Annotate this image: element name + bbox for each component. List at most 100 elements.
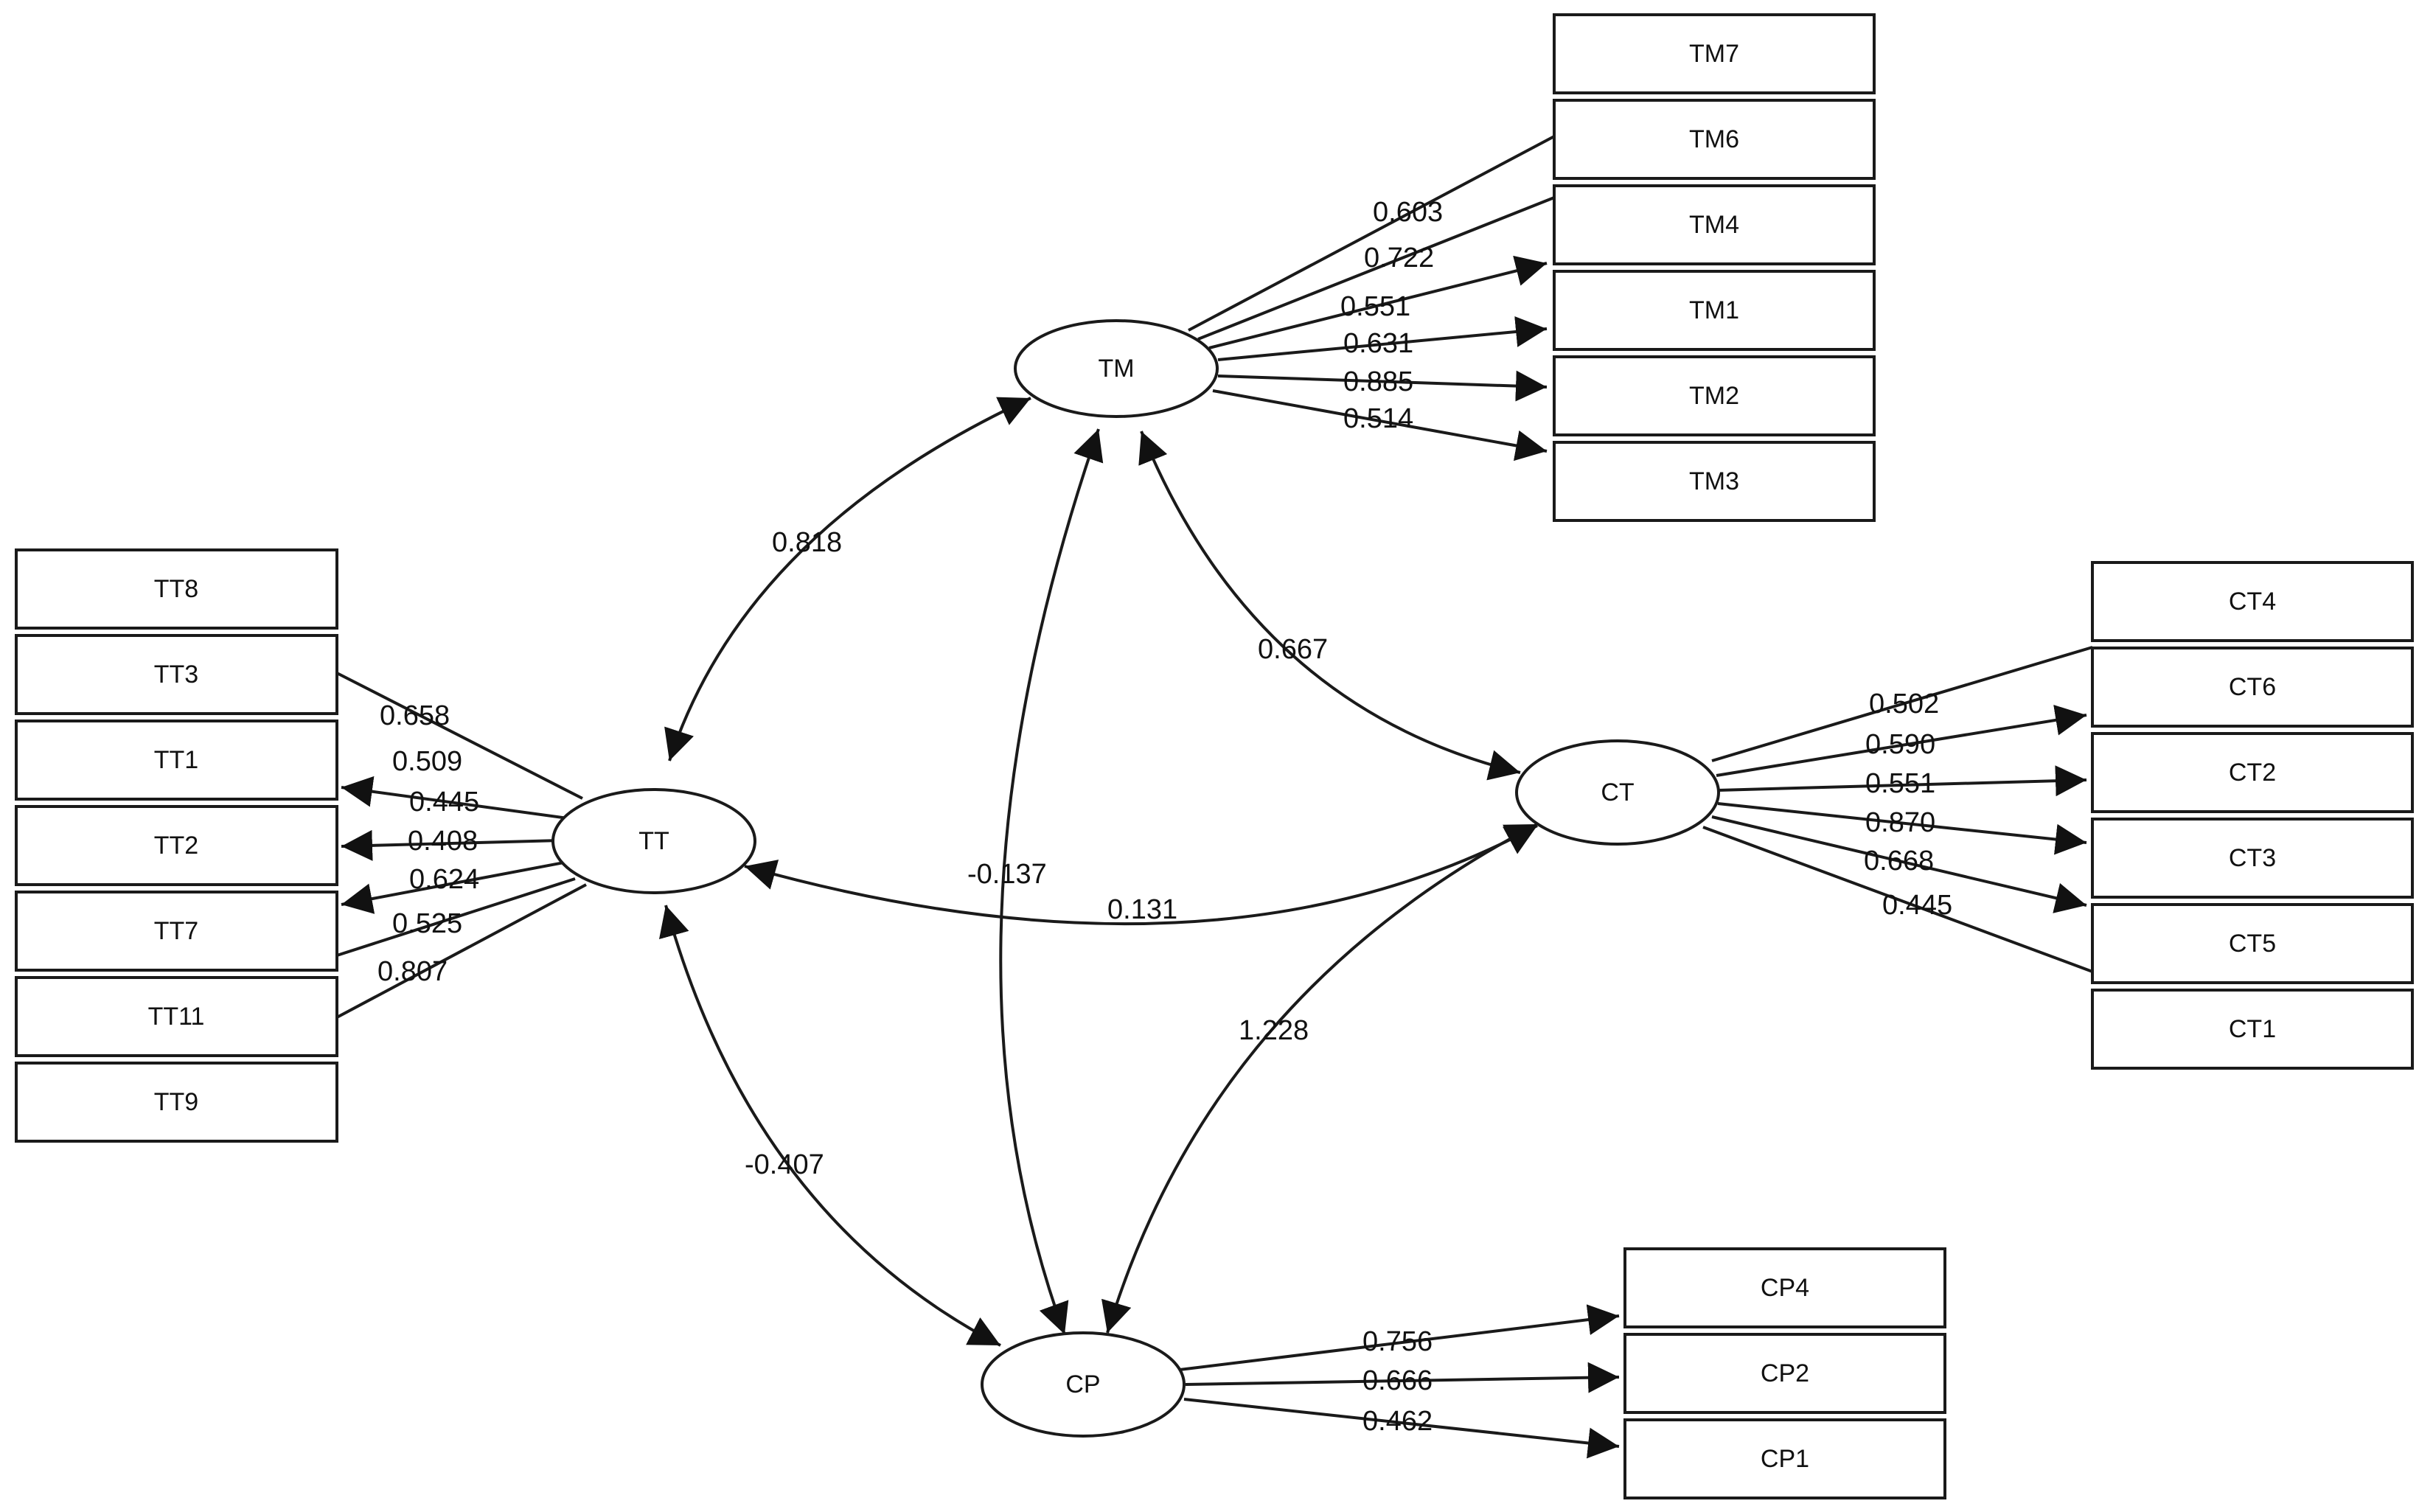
loading-label-ct2: 0.551	[1865, 768, 1935, 799]
indicator-ct4: CT4	[2091, 561, 2414, 642]
indicator-label: CP2	[1761, 1359, 1809, 1387]
loading-label-tm1: 0.631	[1343, 328, 1413, 359]
loading-label-tt11: 0.624	[409, 864, 479, 895]
correlation-label-tm-tt: 0.818	[772, 527, 842, 558]
loading-line-cp1	[1183, 1398, 1620, 1459]
loading-line-tm6	[1197, 196, 1555, 341]
tt-loading-labels: 0.658 0.509 0.445 0.408 0.624 0.525 0.80…	[377, 700, 479, 987]
loading-line-tt1	[341, 776, 568, 820]
latent-label: TT	[638, 827, 669, 855]
indicator-label: CT6	[2229, 673, 2276, 701]
indicator-label: TT2	[154, 832, 198, 860]
indicator-ct3: CT3	[2091, 818, 2414, 899]
latent-label: CT	[1601, 778, 1634, 806]
indicator-label: TM6	[1689, 125, 1739, 153]
loading-line-tt11	[336, 877, 576, 957]
latent-ct: CT	[1515, 739, 1720, 846]
indicator-ct6: CT6	[2091, 647, 2414, 728]
tm-loading-lines	[1188, 135, 1555, 461]
correlation-label-tm-ct: 0.667	[1258, 634, 1328, 665]
loading-label-tt9b: 0.807	[377, 956, 448, 987]
indicator-label: TT9	[154, 1088, 198, 1116]
correlation-curve-tt-cp	[658, 905, 1001, 1347]
latent-label: TM	[1098, 355, 1134, 383]
indicator-tt2: TT2	[15, 805, 338, 886]
loading-line-ct5	[1711, 815, 2087, 913]
indicator-tm3: TM3	[1553, 441, 1876, 522]
tt-indicator-boxes: TT8 TT3 TT1 TT2 TT7 TT11 TT9	[15, 548, 338, 1143]
cp-indicator-boxes: CP4 CP2 CP1	[1623, 1247, 1946, 1499]
correlation-label-tm-cp: -0.137	[967, 859, 1047, 890]
indicator-cp1: CP1	[1623, 1418, 1946, 1499]
indicator-label: CT2	[2229, 759, 2276, 787]
indicator-tm2: TM2	[1553, 355, 1876, 436]
correlation-curve-tm-tt	[664, 397, 1031, 762]
indicator-label: CT3	[2229, 844, 2276, 872]
tm-indicator-boxes: TM7 TM6 TM4 TM1 TM2 TM3	[1553, 13, 1876, 522]
loading-label-tt9a: 0.525	[392, 908, 462, 939]
correlation-curve-ct-cp	[1101, 823, 1538, 1334]
indicator-label: TM2	[1689, 382, 1739, 410]
loading-label-tm4: 0.551	[1340, 291, 1410, 322]
indicator-label: TT11	[148, 1003, 205, 1031]
loading-label-tm3: 0.514	[1343, 403, 1413, 434]
loading-line-tt7	[341, 861, 565, 914]
indicator-tm7: TM7	[1553, 13, 1876, 94]
loading-label-cp1: 0.462	[1362, 1406, 1433, 1437]
indicator-cp4: CP4	[1623, 1247, 1946, 1328]
latent-tt: TT	[551, 788, 756, 894]
indicator-label: CT5	[2229, 930, 2276, 958]
loading-label-tt1: 0.509	[392, 746, 462, 777]
correlation-label-tt-cp: -0.407	[745, 1149, 824, 1180]
loading-line-cp4	[1179, 1304, 1620, 1371]
loading-line-ct4	[1711, 646, 2093, 762]
indicator-tt3: TT3	[15, 634, 338, 715]
loading-label-ct4: 0.502	[1869, 689, 1939, 720]
indicator-tt9: TT9	[15, 1062, 338, 1143]
indicator-tt11: TT11	[15, 976, 338, 1057]
indicator-tt1: TT1	[15, 720, 338, 801]
loading-label-ct5: 0.668	[1864, 846, 1934, 877]
loading-line-ct3	[1717, 802, 2087, 855]
loading-label-tm2: 0.885	[1343, 366, 1413, 397]
correlation-curve-tm-ct	[1138, 431, 1521, 781]
loading-line-cp2	[1185, 1362, 1620, 1393]
loading-label-ct1: 0.445	[1882, 890, 1952, 921]
loading-label-tt3: 0.658	[380, 700, 450, 731]
indicator-label: CP4	[1761, 1274, 1809, 1302]
indicator-label: TM1	[1689, 296, 1739, 324]
loading-label-cp4: 0.756	[1362, 1326, 1433, 1357]
indicator-label: CP1	[1761, 1445, 1809, 1473]
indicator-label: TT3	[154, 661, 198, 689]
ct-indicator-boxes: CT4 CT6 CT2 CT3 CT5 CT1	[2091, 561, 2414, 1070]
ct-loading-labels: 0.502 0.590 0.551 0.870 0.668 0.445	[1864, 689, 1952, 921]
correlation-curves	[658, 397, 1538, 1347]
indicator-label: TT7	[154, 917, 198, 945]
loading-line-ct1	[1702, 826, 2093, 973]
correlation-labels: 0.818 0.667 -0.137 0.131 -0.407 1.228	[745, 527, 1328, 1180]
indicator-tt8: TT8	[15, 548, 338, 630]
loading-label-ct3: 0.870	[1865, 807, 1935, 838]
loading-line-tm4	[1208, 255, 1548, 349]
loading-label-tt7: 0.408	[408, 826, 478, 857]
indicator-label: TM7	[1689, 40, 1739, 68]
indicator-tm4: TM4	[1553, 184, 1876, 265]
indicator-ct1: CT1	[2091, 989, 2414, 1070]
tt-loading-lines	[336, 672, 587, 1019]
loading-line-tm1	[1217, 316, 1548, 361]
indicator-label: TT8	[154, 575, 198, 603]
loading-label-tm7: 0.603	[1373, 197, 1443, 228]
indicator-tt7: TT7	[15, 891, 338, 972]
indicator-label: TM3	[1689, 467, 1739, 495]
loading-line-ct6	[1716, 705, 2087, 777]
indicator-label: CT1	[2229, 1015, 2276, 1043]
loading-line-tt3	[336, 672, 583, 800]
cp-loading-lines	[1179, 1304, 1620, 1459]
indicator-label: TM4	[1689, 211, 1739, 239]
tm-loading-labels: 0.603 0.722 0.551 0.631 0.885 0.514	[1340, 197, 1443, 434]
loading-line-tt9	[336, 883, 587, 1019]
loading-line-tm7	[1188, 135, 1555, 332]
latent-tm: TM	[1014, 319, 1219, 418]
indicator-label: CT4	[2229, 588, 2276, 616]
